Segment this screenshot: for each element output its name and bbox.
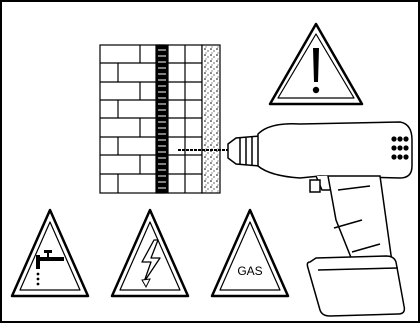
electrical-warning-sign [110,208,190,298]
water-tap-icon [36,250,64,286]
water-warning-sign [10,208,90,298]
cordless-drill-icon [227,121,413,317]
gas-warning-sign: GAS [210,208,290,298]
general-warning-sign [268,22,364,106]
gas-icon: GAS [237,264,262,278]
lightning-icon [141,239,161,289]
brick-wall-icon [99,44,221,194]
exclamation-icon [312,48,320,94]
